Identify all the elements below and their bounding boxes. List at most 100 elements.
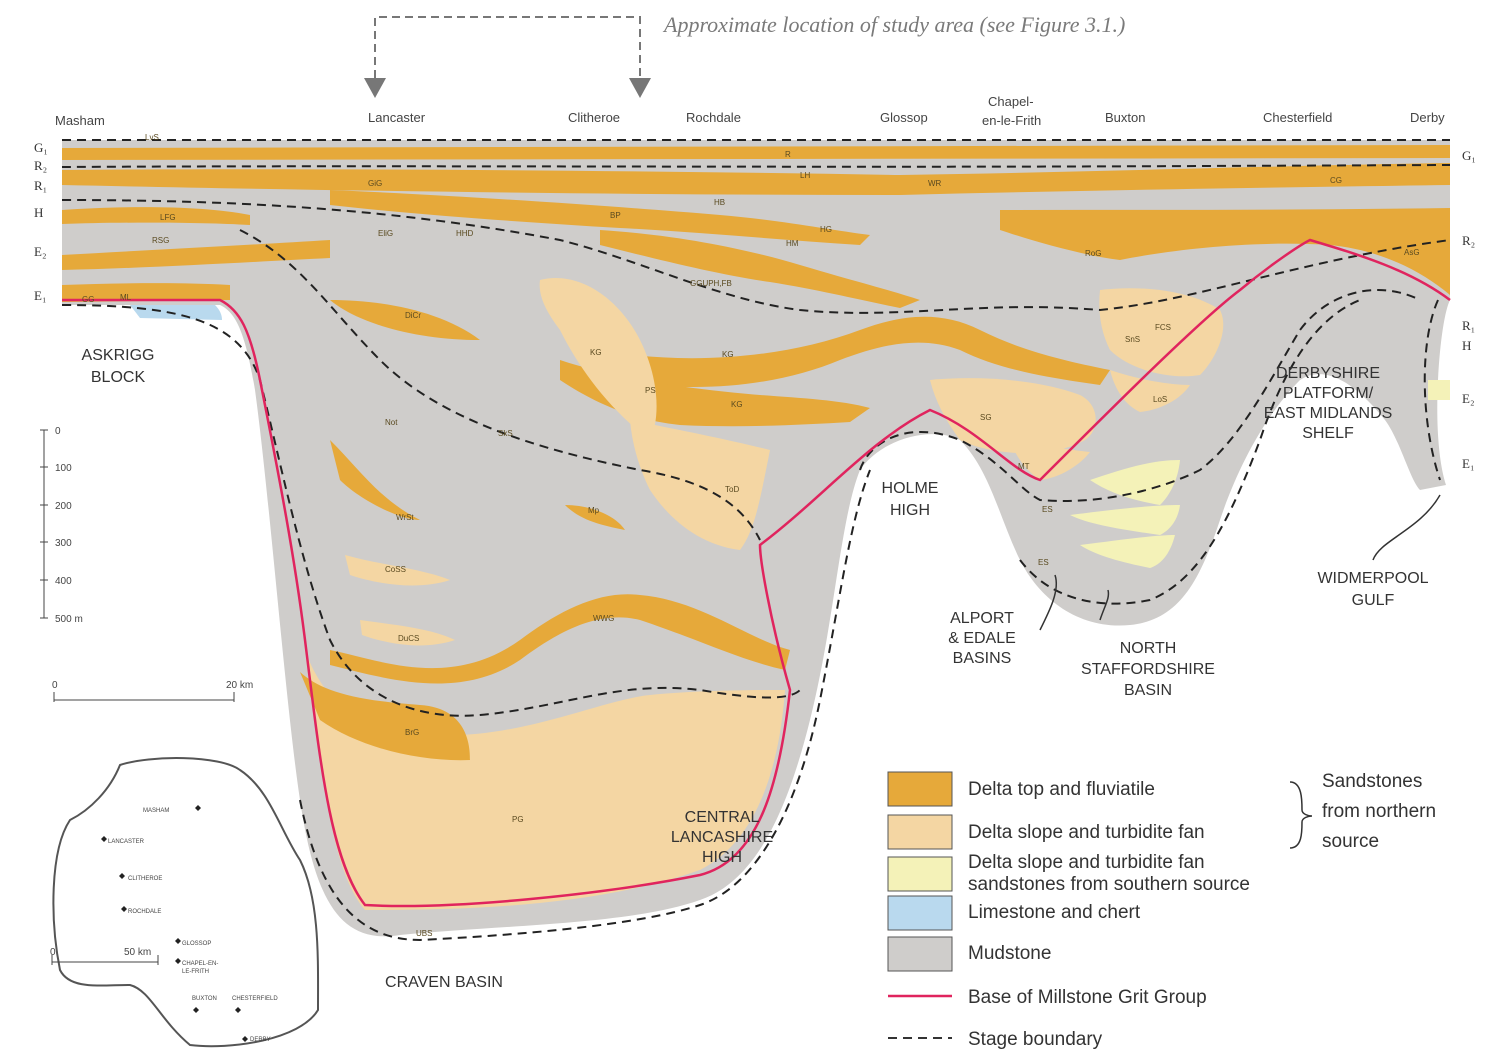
- svg-text:LANCASTER: LANCASTER: [108, 839, 145, 845]
- stage-label: E₂: [1462, 391, 1474, 406]
- region-label: ALPORT: [950, 610, 1014, 627]
- legend-bracket-label: source: [1322, 831, 1379, 852]
- town-label: Clitheroe: [568, 110, 620, 125]
- town-label: Chapel-: [988, 94, 1034, 109]
- region-label: BASIN: [1124, 682, 1172, 699]
- unit-label: MT: [1018, 462, 1030, 471]
- unit-label: CG: [1330, 176, 1342, 185]
- unit-label: PS: [645, 386, 656, 395]
- stage-label: R₁: [34, 178, 47, 193]
- depth-scale: 0 100 200 300 400 500 m: [40, 426, 83, 625]
- unit-label: DuCS: [398, 634, 419, 643]
- unit-label: GiG: [368, 179, 382, 188]
- arrow-down-icon: [629, 78, 651, 98]
- svg-text:CHESTERFIELD: CHESTERFIELD: [232, 996, 278, 1002]
- svg-text:MASHAM: MASHAM: [143, 808, 169, 814]
- depth-tick: 500 m: [55, 614, 83, 625]
- region-label: NORTH: [1120, 640, 1177, 657]
- unit-label: UBS: [416, 929, 432, 938]
- unit-label: CoSS: [385, 565, 406, 574]
- stage-labels-right: G₁ R₂ R₁ H E₂ E₁: [1462, 148, 1476, 471]
- stage-label: R₂: [34, 158, 47, 173]
- unit-label: SG: [980, 413, 992, 422]
- region-label: DERBYSHIRE: [1276, 365, 1380, 382]
- unit-label: GG: [82, 295, 94, 304]
- unit-label: PG: [512, 815, 524, 824]
- legend-label: Stage boundary: [968, 1029, 1103, 1050]
- km-tick: 0: [52, 680, 58, 691]
- arrow-down-icon: [364, 78, 386, 98]
- unit-label: EliG: [378, 229, 393, 238]
- unit-label: SkS: [498, 429, 513, 438]
- depth-tick: 300: [55, 538, 72, 549]
- town-label: Masham: [55, 113, 105, 128]
- limestone-chert: [130, 305, 222, 320]
- town-label: Rochdale: [686, 110, 741, 125]
- region-label: CENTRAL: [685, 809, 760, 826]
- town-label: Glossop: [880, 110, 928, 125]
- svg-text:CHAPEL-EN-: CHAPEL-EN-: [182, 961, 218, 967]
- svg-text:DERBY: DERBY: [250, 1037, 271, 1043]
- town-label: Chesterfield: [1263, 110, 1332, 125]
- unit-label: LvS: [145, 133, 159, 142]
- unit-label: SnS: [1125, 335, 1140, 344]
- unit-label: HB: [714, 198, 725, 207]
- region-label: EAST MIDLANDS: [1264, 405, 1393, 422]
- depth-tick: 0: [55, 426, 61, 437]
- unit-label: ES: [1042, 505, 1053, 514]
- unit-label: KG: [590, 348, 602, 357]
- svg-text:ROCHDALE: ROCHDALE: [128, 909, 161, 915]
- depth-tick: 200: [55, 501, 72, 512]
- unit-label: WrSt: [396, 513, 414, 522]
- stage-labels-left: G₁ R₂ R₁ H E₂ E₁: [34, 140, 48, 303]
- region-label: ASKRIGG: [82, 347, 155, 364]
- region-label: CRAVEN BASIN: [385, 974, 503, 991]
- unit-label: DiCr: [405, 311, 421, 320]
- region-label: BASINS: [953, 650, 1012, 667]
- svg-text:CLITHEROE: CLITHEROE: [128, 876, 162, 882]
- stage-label: H: [1462, 338, 1471, 353]
- svg-text:LE-FRITH: LE-FRITH: [182, 969, 209, 975]
- town-label: Derby: [1410, 110, 1445, 125]
- unit-label: RoG: [1085, 249, 1101, 258]
- unit-label: R: [785, 150, 791, 159]
- unit-label: LH: [800, 171, 810, 180]
- town-label: en-le-Frith: [982, 113, 1041, 128]
- svg-text:BUXTON: BUXTON: [192, 996, 217, 1002]
- unit-label: KG: [731, 400, 743, 409]
- unit-label: Not: [385, 418, 398, 427]
- region-label: PLATFORM/: [1283, 385, 1374, 402]
- unit-label: HG: [820, 225, 832, 234]
- stage-label: E₁: [1462, 456, 1474, 471]
- km-scale: 0 20 km: [52, 680, 253, 702]
- unit-label: AsG: [1404, 248, 1420, 257]
- unit-label: ES: [1038, 558, 1049, 567]
- region-label: & EDALE: [948, 630, 1016, 647]
- southern-sandstone: [1428, 380, 1450, 400]
- town-label: Lancaster: [368, 110, 426, 125]
- study-area-bracket: [375, 17, 640, 78]
- legend-bracket-label: from northern: [1322, 801, 1436, 822]
- svg-text:GLOSSOP: GLOSSOP: [182, 941, 211, 947]
- region-label: SHELF: [1302, 425, 1354, 442]
- unit-label: WR: [928, 179, 942, 188]
- unit-label: GGUPH,FB: [690, 279, 732, 288]
- town-labels: Masham Lancaster Clitheroe Rochdale Glos…: [55, 94, 1445, 128]
- region-label: GULF: [1352, 592, 1395, 609]
- stage-label: E₁: [34, 288, 46, 303]
- stage-label: E₂: [34, 244, 46, 259]
- legend-label: Limestone and chert: [968, 902, 1141, 923]
- km-tick: 20 km: [226, 680, 253, 691]
- region-label: STAFFORDSHIRE: [1081, 661, 1215, 678]
- town-label: Buxton: [1105, 110, 1145, 125]
- unit-label: LoS: [1153, 395, 1167, 404]
- region-label: LANCASHIRE: [671, 829, 773, 846]
- legend-label: Delta top and fluviatile: [968, 779, 1155, 800]
- depth-tick: 100: [55, 463, 72, 474]
- region-label: BLOCK: [91, 369, 146, 386]
- unit-label: HHD: [456, 229, 474, 238]
- stage-label: H: [34, 205, 43, 220]
- stage-label: G₁: [1462, 148, 1476, 163]
- unit-label: KG: [722, 350, 734, 359]
- map-scale-tick: 50 km: [124, 947, 151, 958]
